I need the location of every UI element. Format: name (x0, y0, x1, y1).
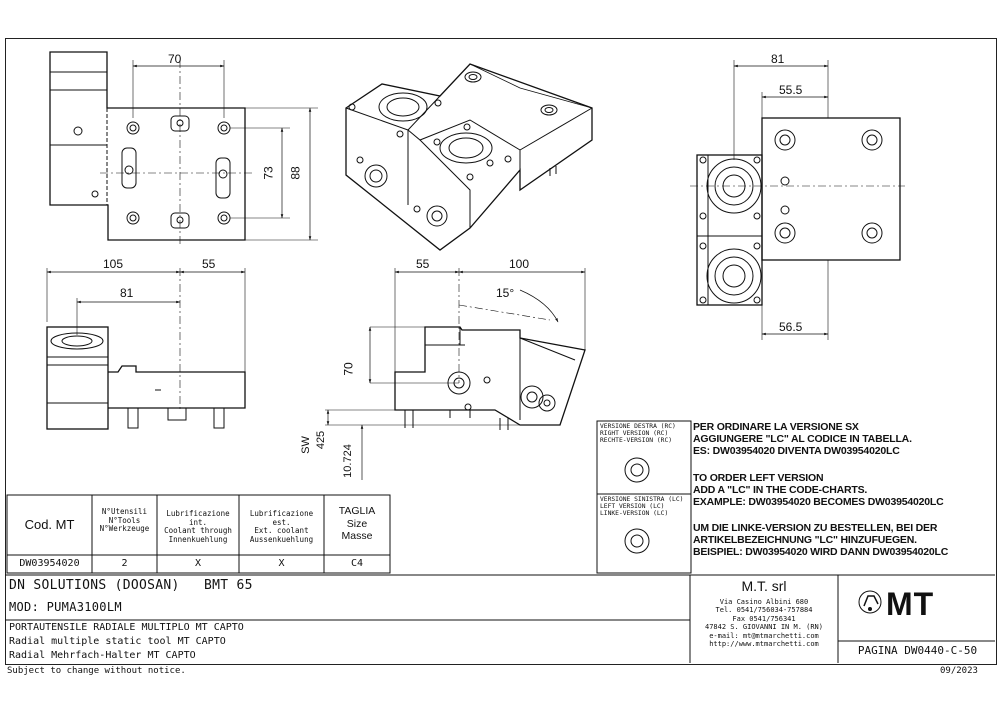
header-line: Aussenkuehlung (249, 534, 314, 544)
address-line: Via Casino Albini 680 (719, 598, 809, 606)
address-line: Tel. 0541/756034-757884 (715, 606, 813, 615)
version-right-it: VERSIONE DESTRA (RC) (600, 423, 676, 430)
header-line: Size (346, 517, 368, 530)
disclaimer: Subject to change without notice. (7, 666, 186, 676)
company-address: Via Casino Albini 680 Tel. 0541/756034-7… (690, 598, 838, 648)
dim-sw: SW (299, 436, 312, 454)
header-line: Coolant through (164, 526, 232, 536)
note-line: BEISPIEL: DW03954020 WIRD DANN DW0395402… (693, 546, 949, 558)
header-line: Ext. coolant (254, 526, 309, 536)
dim-15-deg: 15° (496, 286, 515, 300)
header-line: Lubrificazione int. (166, 509, 230, 527)
header-line: N°Tools (108, 515, 141, 525)
revision-date: 09/2023 (940, 666, 978, 676)
description-it: PORTAUTENSILE RADIALE MULTIPLO MT CAPTO (9, 622, 244, 633)
header-line: N°Utensili (101, 507, 148, 516)
dim-70-top: 70 (168, 52, 182, 66)
spec-table-lines (6, 494, 391, 574)
dim-81-front: 81 (120, 286, 134, 300)
header-line: Lubrificazione est. (249, 509, 314, 527)
dim-81-right: 81 (771, 52, 785, 66)
order-note-de: UM DIE LINKE-VERSION ZU BESTELLEN, BEI D… (693, 522, 948, 558)
table-cell-coolant-int: X (194, 558, 202, 569)
version-right-de: RECHTE-VERSION (RC) (600, 437, 673, 444)
dim-55-side: 55 (416, 257, 430, 271)
table-header-size: TAGLIA Size Masse (324, 505, 390, 543)
front-view (46, 268, 246, 430)
table-cell-coolant-ext: X (278, 558, 285, 569)
note-line: ARTIKELBEZEICHNUNG "LC" HINZUFUEGEN. (693, 534, 917, 546)
top-view (49, 51, 318, 245)
description-de: Radial Mehrfach-Halter MT CAPTO (9, 650, 196, 661)
header-line: TAGLIA (338, 505, 376, 517)
title-block-lines (5, 574, 995, 663)
order-note-it: PER ORDINARE LA VERSIONE SX AGGIUNGERE "… (693, 421, 912, 457)
machine-title: DN SOLUTIONS (DOOSAN) BMT 65 (9, 578, 253, 593)
drawing-frame (5, 38, 997, 665)
note-line: EXAMPLE: DW03954020 BECOMES DW03954020LC (693, 496, 944, 508)
table-header-tools: N°Utensili N°Tools N°Werkzeuge (92, 507, 157, 534)
note-line: ES: DW03954020 DIVENTA DW03954020LC (693, 445, 900, 457)
dim-56-5: 56.5 (779, 320, 803, 334)
version-left-de: LINKE-VERSION (LC) (600, 510, 669, 517)
version-left-it: VERSIONE SINISTRA (LC) (600, 496, 684, 503)
version-box-frame (596, 420, 692, 574)
dim-55-5: 55.5 (779, 83, 803, 97)
header-line: N°Werkzeuge (99, 524, 150, 534)
dim-105: 105 (103, 257, 124, 271)
dim-88: 88 (288, 166, 303, 180)
version-right-label: VERSIONE DESTRA (RC) RIGHT VERSION (RC) … (600, 423, 676, 444)
brand-logo-text: MT (886, 586, 935, 622)
dim-55-front: 55 (202, 257, 216, 271)
version-left-label: VERSIONE SINISTRA (LC) LEFT VERSION (LC)… (600, 496, 683, 517)
note-line: PER ORDINARE LA VERSIONE SX (693, 421, 859, 433)
table-header-code: Cod. MT (24, 517, 75, 532)
note-line: TO ORDER LEFT VERSION (693, 472, 824, 484)
table-cell-tools: 2 (121, 558, 128, 569)
note-line: UM DIE LINKE-VERSION ZU BESTELLEN, BEI D… (693, 522, 938, 534)
description-en: Radial multiple static tool MT CAPTO (9, 636, 226, 647)
dim-100: 100 (509, 257, 530, 271)
mt-logo-icon (858, 590, 882, 614)
version-left-en: LEFT VERSION (LC) (600, 503, 665, 510)
dim-10724: 10.724 (341, 444, 354, 478)
version-right-en: RIGHT VERSION (RC) (600, 430, 669, 437)
dim-73: 73 (261, 166, 276, 180)
address-line: Fax 0541/756341 (732, 614, 796, 623)
note-line: AGGIUNGERE "LC" AL CODICE IN TABELLA. (693, 433, 912, 445)
order-note-en: TO ORDER LEFT VERSION ADD A "LC" IN THE … (693, 472, 944, 508)
address-line: http://www.mtmarchetti.com (709, 640, 819, 649)
table-header-coolant-int: Lubrificazione int. Coolant through Inne… (157, 509, 239, 544)
note-line: ADD A "LC" IN THE CODE-CHARTS. (693, 484, 868, 496)
address-line: e-mail: mt@mtmarchetti.com (709, 631, 819, 640)
header-line: Masse (341, 530, 373, 542)
dim-425: 425 (315, 430, 328, 450)
table-header-coolant-ext: Lubrificazione est. Ext. coolant Aussenk… (239, 509, 324, 544)
right-view (690, 60, 905, 340)
dim-70-side: 70 (341, 362, 356, 376)
company-name: M.T. srl (741, 578, 787, 594)
iso-view (345, 63, 593, 251)
table-cell-code: DW03954020 (19, 558, 80, 569)
address-line: 47842 S. GIOVANNI IN M. (RN) (704, 623, 823, 632)
table-cell-size: C4 (350, 558, 364, 569)
side-view (325, 268, 586, 480)
page-code: PAGINA DW0440-C-50 (857, 644, 978, 657)
model-title: MOD: PUMA3100LM (9, 600, 122, 614)
header-line: Innenkuehlung (168, 534, 228, 544)
